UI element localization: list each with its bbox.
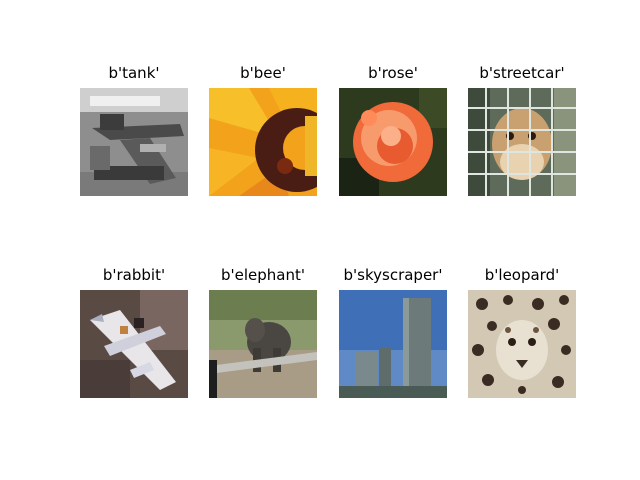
thumbnail-leopard <box>468 290 576 398</box>
image-title: b'elephant' <box>220 266 305 284</box>
image-title: b'bee' <box>240 64 286 82</box>
image-title: b'leopard' <box>484 266 560 284</box>
image-title: b'streetcar' <box>479 64 565 82</box>
thumbnail-elephant <box>209 290 317 398</box>
image-title: b'tank' <box>108 64 160 82</box>
thumbnail-tank <box>80 88 188 196</box>
image-title: b'skyscraper' <box>343 266 443 284</box>
thumbnail-hamster <box>468 88 576 196</box>
image-title: b'rabbit' <box>102 266 166 284</box>
thumbnail-airplane <box>80 290 188 398</box>
thumbnail-sunflower <box>209 88 317 196</box>
thumbnail-rose <box>339 88 447 196</box>
thumbnail-skyscrapers <box>339 290 447 398</box>
image-title: b'rose' <box>368 64 418 82</box>
